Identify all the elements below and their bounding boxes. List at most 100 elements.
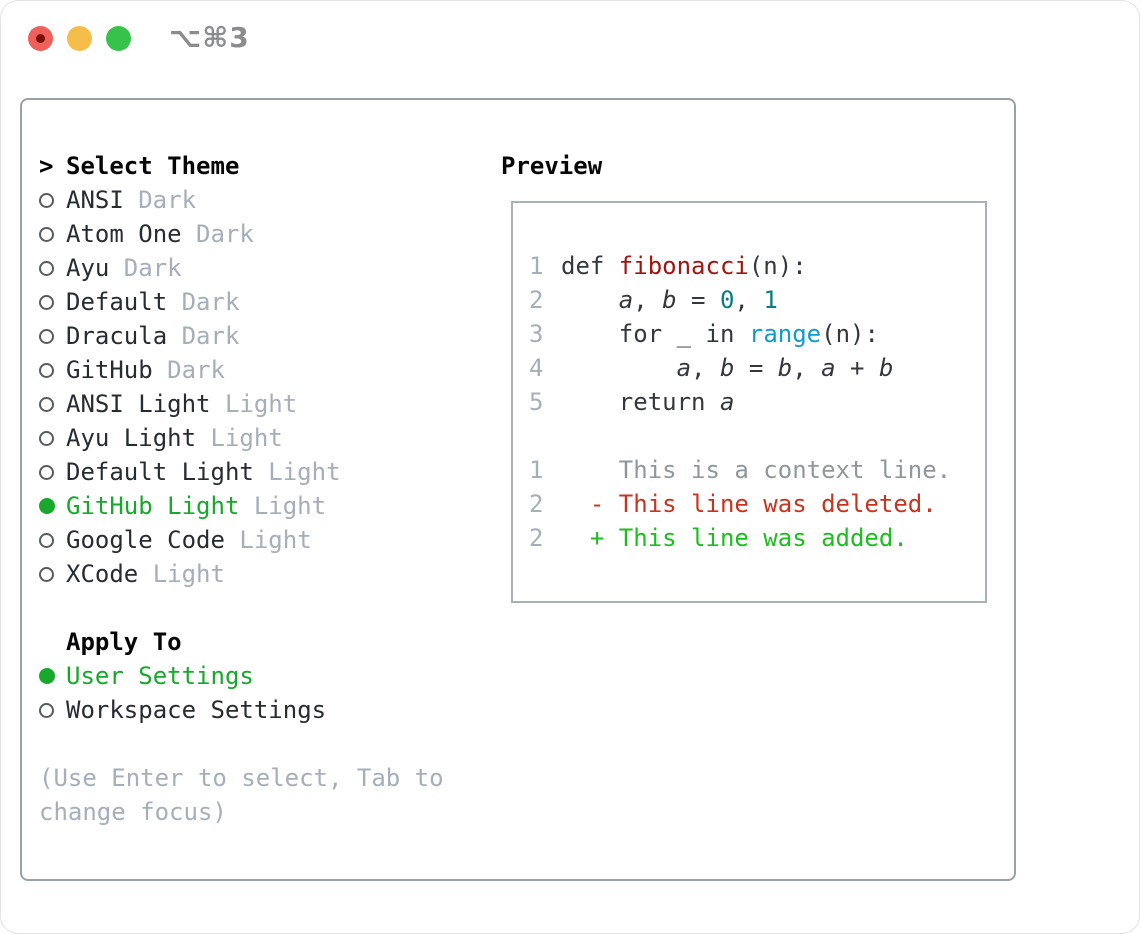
radio-icon (39, 396, 54, 412)
hint-line-1: (Use Enter to select, Tab to (39, 764, 444, 792)
traffic-lights (28, 26, 131, 51)
code-token-pl: _ (662, 320, 706, 348)
line-number: 5 (529, 388, 544, 416)
line-number: 4 (529, 354, 544, 382)
radio-icon (39, 430, 54, 446)
option-label: User Settings (66, 662, 254, 690)
code-line: 2 a, b = 0, 1 (529, 283, 969, 317)
close-button[interactable] (28, 26, 53, 51)
option-label: Default Light (66, 458, 254, 486)
code-token-var: a (821, 354, 836, 382)
cursor-marker: > (39, 149, 66, 183)
radio-icon (39, 702, 54, 718)
unsaved-dot-icon (36, 34, 45, 43)
line-number: 1 (529, 252, 544, 280)
code-token-var: a (618, 286, 634, 314)
radio-icon (39, 294, 54, 310)
code-token-bi: range (748, 320, 822, 348)
code-token-pl: , (792, 354, 822, 382)
code-token-pl: , (633, 286, 663, 314)
code-line: 4 a, b = b, a + b (529, 351, 969, 385)
line-number: 1 (529, 456, 544, 484)
code-line: 2 - This line was deleted. (529, 487, 969, 521)
theme-option-ansi[interactable]: ANSI Dark (39, 183, 489, 217)
code-token-pl: = (676, 286, 720, 314)
option-label: Atom One (66, 220, 182, 248)
code-token-pl: (n): (748, 252, 807, 280)
option-variant-label: Dark (196, 220, 254, 248)
radio-icon (39, 464, 54, 480)
option-label: Ayu (66, 254, 110, 282)
code-token-pl: + (835, 354, 879, 382)
spacer (39, 591, 489, 625)
apply-option-user-settings[interactable]: User Settings (39, 659, 489, 693)
code-token-var: b (719, 354, 735, 382)
option-label: XCode (66, 560, 139, 588)
option-variant-label: Light (239, 526, 312, 554)
option-label: Dracula (66, 322, 168, 350)
line-number: 3 (529, 320, 544, 348)
code-token-pl (561, 388, 619, 416)
code-line: 5 return a (529, 385, 969, 419)
code-token-num: 0 (719, 286, 735, 314)
theme-option-atom-one[interactable]: Atom One Dark (39, 217, 489, 251)
radio-icon (39, 532, 54, 548)
theme-option-default[interactable]: Default Dark (39, 285, 489, 319)
option-label: GitHub Light (66, 492, 240, 520)
minimize-button[interactable] (67, 26, 92, 51)
titlebar: ⌥⌘3 (1, 1, 1139, 76)
option-variant-label: Dark (167, 356, 225, 384)
theme-option-dracula[interactable]: Dracula Dark (39, 319, 489, 353)
code-token-var: a (719, 388, 735, 416)
option-label: GitHub (66, 356, 153, 384)
radio-icon (39, 260, 54, 276)
theme-option-default-light[interactable]: Default Light Light (39, 455, 489, 489)
code-line: 2 + This line was added. (529, 521, 969, 555)
zoom-button[interactable] (106, 26, 131, 51)
select-theme-title: Select Theme (66, 152, 240, 180)
line-number: 2 (529, 286, 544, 314)
spacer (39, 727, 489, 761)
line-number: 2 (529, 524, 544, 552)
line-number: 2 (529, 490, 544, 518)
apply-to-header: Apply To (39, 625, 489, 659)
option-variant-label: Dark (181, 288, 240, 316)
code-token-fn: fibonacci (618, 252, 749, 280)
code-token-num: 1 (763, 286, 778, 314)
code-token-pl: , (691, 354, 720, 382)
code-token-var: b (777, 354, 793, 382)
theme-option-github[interactable]: GitHub Dark (39, 353, 489, 387)
code-token-pl (561, 286, 619, 314)
option-variant-label: Dark (181, 322, 240, 350)
code-token-pl (561, 320, 619, 348)
code-token-var: a (676, 354, 692, 382)
option-label: ANSI Light (66, 390, 211, 418)
code-token-kw: for (618, 320, 663, 348)
code-token-var: b (662, 286, 677, 314)
option-variant-label: Light (253, 492, 327, 520)
apply-option-workspace-settings[interactable]: Workspace Settings (39, 693, 489, 727)
option-variant-label: Light (210, 424, 283, 452)
theme-option-github-light[interactable]: GitHub Light Light (39, 489, 489, 523)
preview-title: Preview (501, 152, 603, 180)
code-token-kw: def (561, 252, 619, 280)
option-label: ANSI (66, 186, 124, 214)
code-token-pl (561, 354, 677, 382)
option-label: Default (66, 288, 168, 316)
theme-option-google-code[interactable]: Google Code Light (39, 523, 489, 557)
code-token-var: b (878, 354, 894, 382)
radio-selected-icon (39, 668, 55, 684)
option-variant-label: Dark (138, 186, 197, 214)
option-variant-label: Light (268, 458, 341, 486)
option-label: Google Code (66, 526, 225, 554)
